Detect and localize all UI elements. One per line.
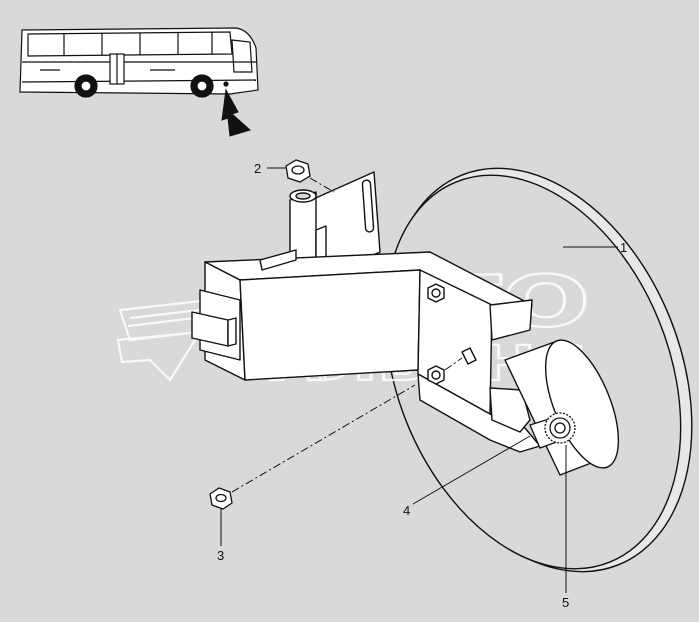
assembly-axis-lines xyxy=(231,177,463,493)
callout-3: 3 xyxy=(217,548,224,563)
callout-2: 2 xyxy=(254,161,261,176)
callout-5: 5 xyxy=(562,595,569,610)
location-arrow-icon xyxy=(221,88,252,137)
leader-lines xyxy=(220,167,618,593)
nut-part-3 xyxy=(209,487,233,510)
bus-thumbnail xyxy=(19,27,259,98)
callout-1: 1 xyxy=(620,240,627,255)
plate-nut-lower xyxy=(427,365,445,385)
serrated-nut xyxy=(529,412,576,449)
nut-part-2 xyxy=(285,159,311,183)
callout-4: 4 xyxy=(403,503,410,518)
plate-nut-upper xyxy=(427,283,445,303)
bracket-assembly xyxy=(191,171,620,476)
